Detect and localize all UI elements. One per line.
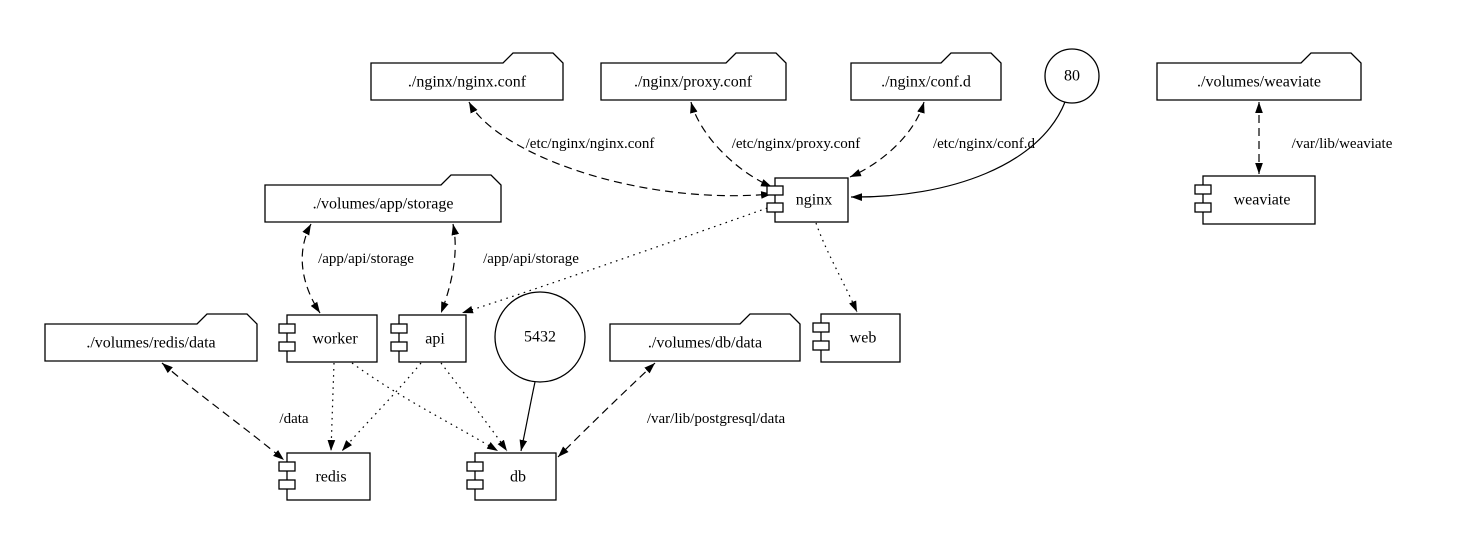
node-service-redis: redis	[278, 452, 371, 501]
edge-worker-db	[351, 362, 499, 452]
folder-label: ./nginx/nginx.conf	[408, 74, 527, 91]
service-label: redis	[315, 469, 346, 486]
node-service-db: db	[466, 452, 557, 501]
edge-api-redis	[341, 362, 422, 452]
folder-icon	[1156, 52, 1362, 101]
edge-nginx-api	[461, 205, 774, 314]
nodes-ports: 80 5432	[494, 48, 1100, 383]
edge-labels: /etc/nginx/nginx.conf /etc/nginx/proxy.c…	[279, 136, 1392, 427]
edge-redisdata-redis	[161, 362, 285, 461]
component-box	[474, 452, 557, 501]
nodes-components: nginx weaviate worker api web	[278, 175, 1316, 501]
node-folder-volumes-redis-data: ./volumes/redis/data	[44, 313, 258, 362]
component-box	[1202, 175, 1316, 225]
folder-icon	[609, 313, 801, 362]
service-label: web	[850, 330, 877, 347]
component-box	[398, 314, 467, 363]
edge-storage-api	[440, 223, 460, 314]
node-port-80: 80	[1044, 48, 1100, 104]
edge-confd-nginx	[849, 101, 925, 178]
component-box	[820, 313, 901, 363]
folder-label: ./volumes/app/storage	[313, 196, 454, 213]
component-tab-icon	[278, 479, 296, 490]
node-service-weaviate: weaviate	[1194, 175, 1316, 225]
node-folder-conf-d: ./nginx/conf.d	[850, 52, 1002, 101]
edge-worker-redis	[327, 362, 336, 452]
node-port-5432: 5432	[494, 291, 586, 383]
component-box	[774, 177, 849, 223]
port-label: 5432	[524, 329, 556, 346]
port-label: 80	[1064, 68, 1080, 85]
component-tab-icon	[466, 461, 484, 472]
node-service-nginx: nginx	[766, 177, 849, 223]
folder-icon	[850, 52, 1002, 101]
edge-label-nginx-conf: /etc/nginx/nginx.conf	[526, 136, 655, 152]
folder-label: ./volumes/weaviate	[1197, 74, 1321, 91]
folder-icon	[264, 174, 502, 223]
edge-label-weaviate: /var/lib/weaviate	[1292, 136, 1393, 152]
folder-label: ./volumes/db/data	[648, 335, 762, 352]
edge-dbdata-db	[557, 362, 656, 458]
folder-icon	[600, 52, 787, 101]
component-tab-icon	[466, 479, 484, 490]
component-tab-icon	[278, 461, 296, 472]
component-tab-icon	[812, 322, 830, 333]
node-folder-proxy-conf: ./nginx/proxy.conf	[600, 52, 787, 101]
component-tab-icon	[812, 340, 830, 351]
component-tab-icon	[766, 185, 784, 196]
component-tab-icon	[390, 341, 408, 352]
edge-label-api-storage: /app/api/storage	[483, 251, 579, 267]
port-circle	[494, 291, 586, 383]
edge-port5432-db	[519, 381, 536, 452]
node-folder-volumes-app-storage: ./volumes/app/storage	[264, 174, 502, 223]
edge-port80-nginx	[850, 101, 1066, 201]
node-service-worker: worker	[278, 314, 378, 363]
component-tab-icon	[278, 341, 296, 352]
service-label: nginx	[796, 192, 832, 209]
folder-icon	[44, 313, 258, 362]
component-box	[286, 314, 378, 363]
service-label: worker	[312, 331, 358, 348]
node-folder-nginx-conf: ./nginx/nginx.conf	[370, 52, 564, 101]
component-tab-icon	[766, 202, 784, 213]
folder-label: ./nginx/conf.d	[881, 74, 971, 91]
edge-storage-worker	[301, 223, 321, 314]
port-circle	[1044, 48, 1100, 104]
component-tab-icon	[1194, 202, 1212, 213]
service-label: api	[425, 331, 445, 348]
service-label: db	[510, 469, 526, 486]
edge-label-proxy-conf: /etc/nginx/proxy.conf	[732, 136, 861, 152]
edge-label-worker-storage: /app/api/storage	[318, 251, 414, 267]
folder-label: ./volumes/redis/data	[86, 335, 215, 352]
edges	[161, 101, 1263, 461]
edge-api-db	[440, 362, 508, 452]
node-folder-volumes-db-data: ./volumes/db/data	[609, 313, 801, 362]
component-box	[286, 452, 371, 501]
edge-label-redis-data: /data	[279, 411, 308, 427]
component-tab-icon	[278, 323, 296, 334]
edge-label-conf-d: /etc/nginx/conf.d	[933, 136, 1036, 152]
nodes-folders: ./nginx/nginx.conf ./nginx/proxy.conf ./…	[44, 52, 1362, 362]
edge-nginxconf-nginx	[468, 101, 773, 199]
edge-nginx-web	[815, 222, 858, 313]
folder-icon	[370, 52, 564, 101]
edge-label-db-data: /var/lib/postgresql/data	[647, 411, 786, 427]
service-label: weaviate	[1234, 192, 1291, 209]
node-service-api: api	[390, 314, 467, 363]
folder-label: ./nginx/proxy.conf	[634, 74, 753, 91]
component-tab-icon	[390, 323, 408, 334]
edge-proxyconf-nginx	[690, 101, 773, 188]
node-service-web: web	[812, 313, 901, 363]
node-folder-volumes-weaviate: ./volumes/weaviate	[1156, 52, 1362, 101]
component-tab-icon	[1194, 184, 1212, 195]
